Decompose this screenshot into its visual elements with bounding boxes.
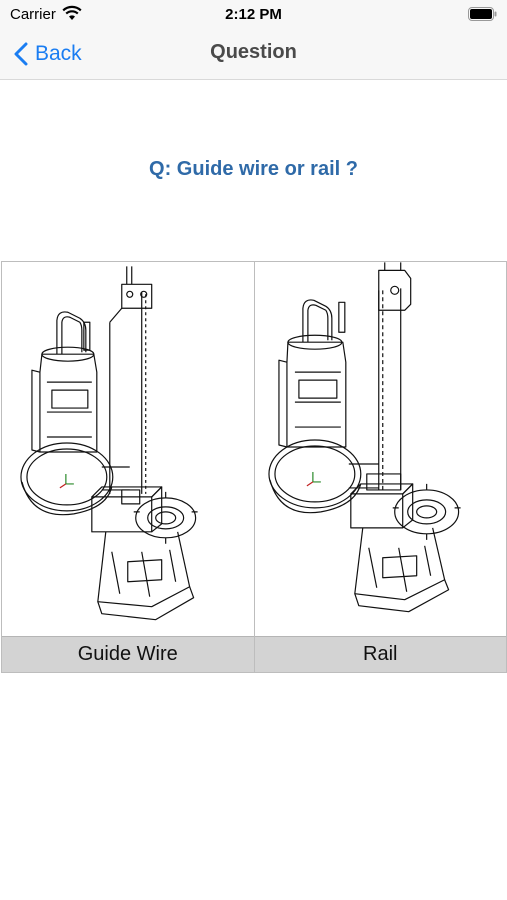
question-text: Q: Guide wire or rail ? bbox=[149, 158, 358, 180]
answer-options: Guide Wire bbox=[1, 261, 507, 673]
carrier-label: Carrier bbox=[10, 6, 56, 23]
navigation-bar: Back Question bbox=[0, 28, 507, 80]
back-button[interactable]: Back bbox=[14, 39, 82, 69]
wifi-icon bbox=[62, 5, 82, 20]
page-title: Question bbox=[210, 41, 297, 63]
option-label-guide-wire: Guide Wire bbox=[2, 636, 254, 672]
back-label: Back bbox=[35, 42, 82, 65]
pump-with-guide-wire-drawing bbox=[2, 262, 254, 636]
option-guide-wire[interactable]: Guide Wire bbox=[2, 262, 254, 672]
option-label-rail: Rail bbox=[254, 636, 506, 672]
status-bar: Carrier 2:12 PM bbox=[0, 0, 507, 28]
status-time: 2:12 PM bbox=[225, 6, 282, 23]
pump-with-rail-drawing bbox=[254, 262, 506, 636]
battery-icon bbox=[468, 7, 497, 21]
option-rail[interactable]: Rail bbox=[253, 262, 506, 672]
chevron-left-icon bbox=[14, 42, 28, 66]
